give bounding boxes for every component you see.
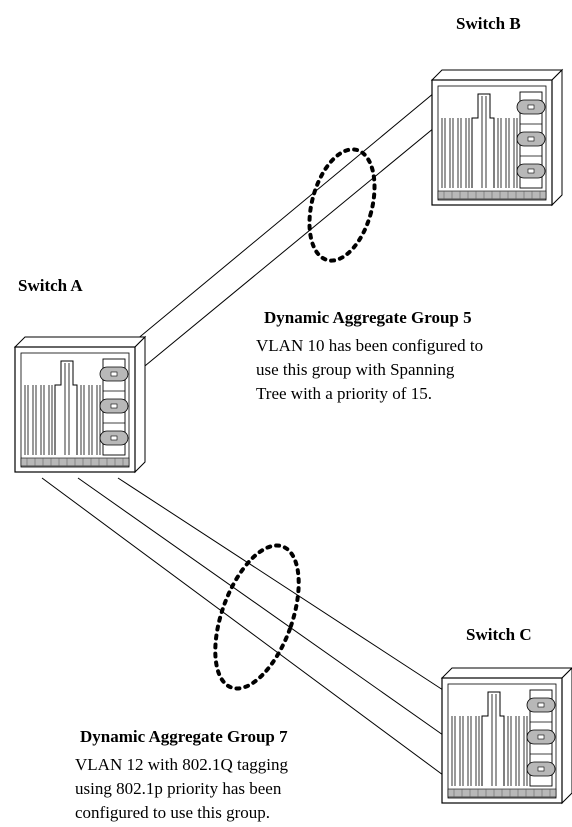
link-a-c-3 [41, 477, 444, 776]
switch-c-label: Switch C [466, 625, 532, 644]
link-a-b-1 [117, 87, 441, 356]
link-a-c-2 [77, 477, 444, 736]
link-group-7 [41, 477, 444, 776]
aggregate-group-5-marker [307, 147, 377, 263]
group-7-line-3: configured to use this group. [75, 803, 270, 822]
group-7-title: Dynamic Aggregate Group 7 [80, 727, 288, 746]
group-5-title: Dynamic Aggregate Group 5 [264, 308, 472, 327]
switch-a-chassis-icon [14, 336, 146, 473]
aggregate-group-7-marker [213, 543, 301, 691]
link-a-c-1 [117, 477, 444, 691]
group-5-line-2: use this group with Spanning [256, 360, 455, 379]
switch-b-label: Switch B [456, 14, 521, 33]
group-7-line-2: using 802.1p priority has been [75, 779, 282, 798]
link-group-5 [117, 87, 441, 371]
link-a-b-2 [139, 122, 441, 371]
switch-b-chassis-icon [431, 69, 563, 206]
group-5-line-1: VLAN 10 has been configured to [256, 336, 483, 355]
group-5-line-3: Tree with a priority of 15. [256, 384, 432, 403]
switch-a-label: Switch A [18, 276, 83, 295]
group-7-line-1: VLAN 12 with 802.1Q tagging [75, 755, 288, 774]
switch-c-chassis-icon [441, 667, 572, 804]
